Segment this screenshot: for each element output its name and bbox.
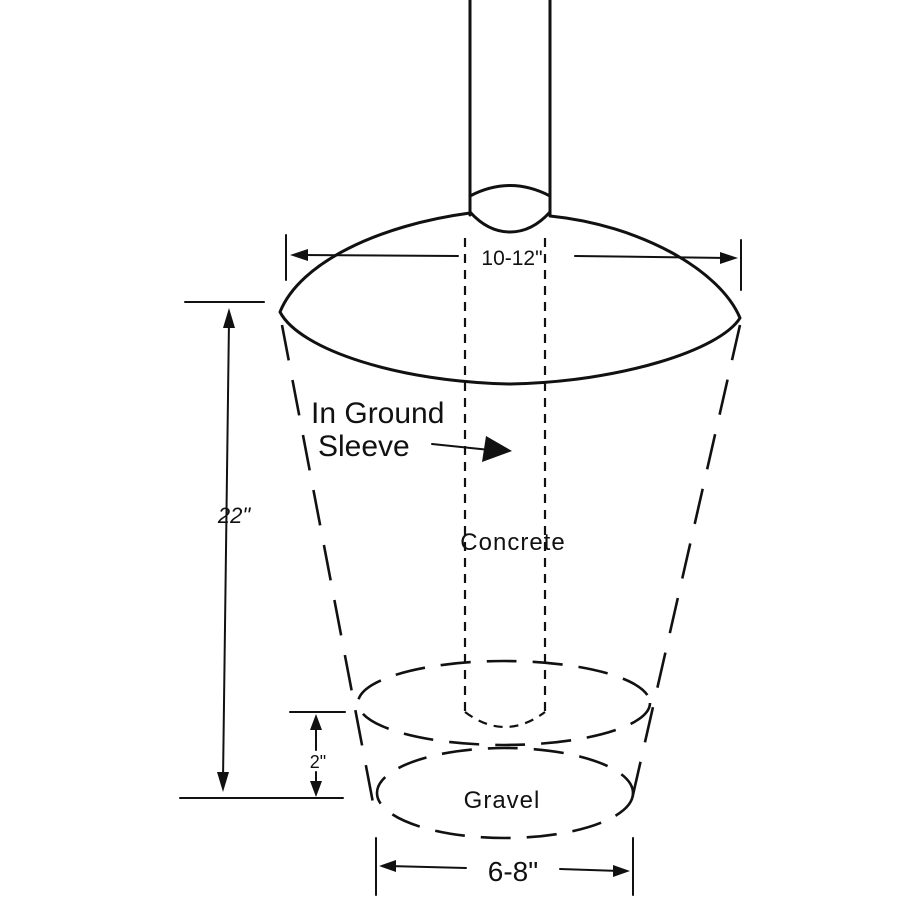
gravel-depth-dimension <box>289 711 346 797</box>
depth-dimension <box>179 301 344 799</box>
gravel-layer <box>356 659 652 840</box>
sleeve-label-line2: Sleeve <box>318 430 410 463</box>
gravel-depth-label: 2" <box>310 752 326 772</box>
concrete-collar <box>278 210 742 386</box>
top-width-label: 10-12" <box>481 247 542 270</box>
sleeve-pointer-arrow <box>431 436 512 462</box>
in-ground-sleeve <box>463 238 547 729</box>
depth-label: 22" <box>217 503 251 528</box>
concrete-label: Concrete <box>460 529 565 556</box>
top-width-dimension <box>285 234 742 291</box>
sleeve-label-line1: In Ground <box>311 397 444 430</box>
bottom-width-dimension <box>375 837 634 896</box>
pole <box>468 0 552 217</box>
hole-walls <box>280 324 742 809</box>
gravel-label: Gravel <box>464 787 541 814</box>
bottom-width-label: 6-8" <box>488 856 538 887</box>
